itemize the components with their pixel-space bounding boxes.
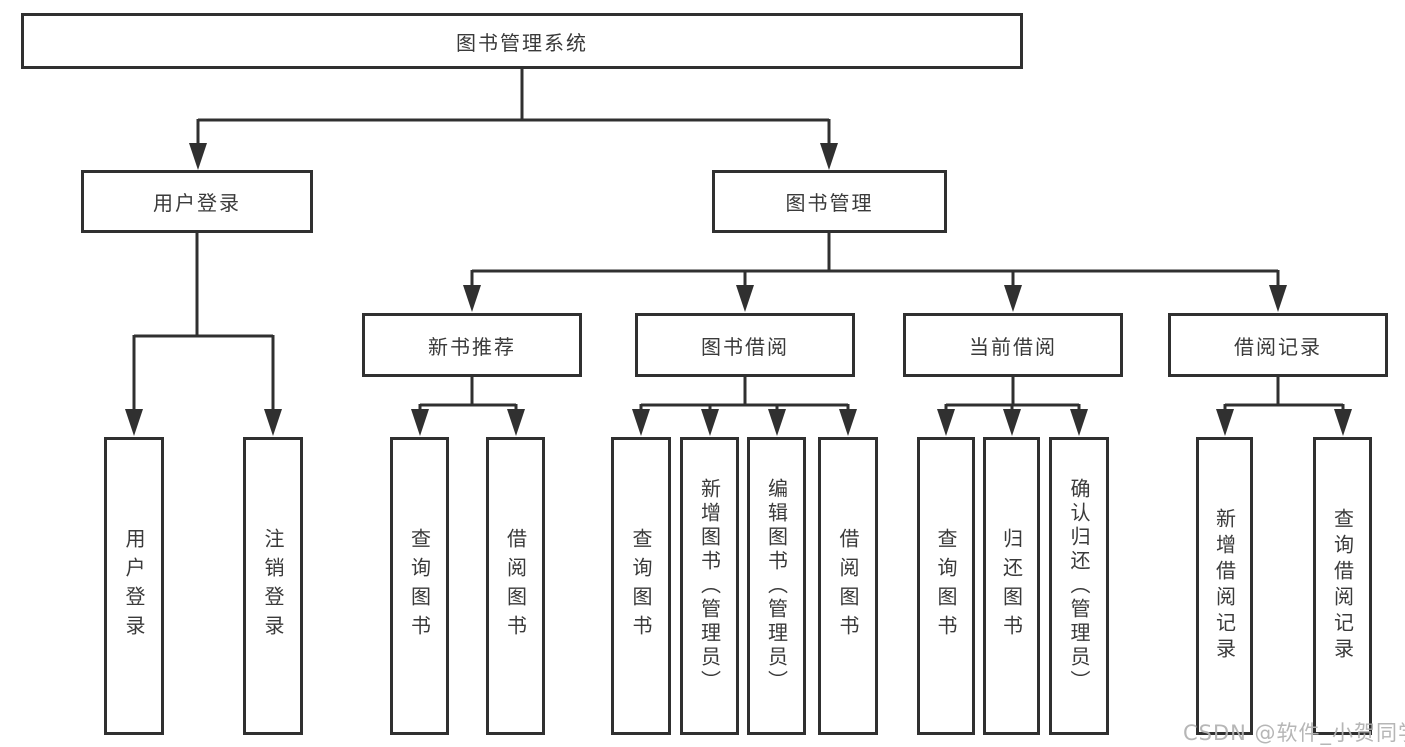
leaf-query-book: 查询图书 <box>917 437 975 735</box>
leaf-borrow-book: 借阅图书 <box>818 437 878 735</box>
leaf-add-book-admin: 新增图书（管理员） <box>680 437 739 735</box>
leaf-borrow-book: 借阅图书 <box>486 437 545 735</box>
leaf-user-login: 用户登录 <box>104 437 164 735</box>
leaf-logout: 注销登录 <box>243 437 303 735</box>
node-book-management: 图书管理 <box>712 170 947 233</box>
tree-branch-lines <box>132 69 1345 412</box>
node-book-borrow: 图书借阅 <box>635 313 855 377</box>
node-new-book-recommend: 新书推荐 <box>362 313 582 377</box>
node-user-login: 用户登录 <box>81 170 313 233</box>
leaf-edit-book-admin: 编辑图书（管理员） <box>747 437 806 735</box>
leaf-query-borrow-record: 查询借阅记录 <box>1313 437 1372 735</box>
leaf-return-book: 归还图书 <box>983 437 1040 735</box>
csdn-watermark: CSDN @软件_小贺同学 <box>1183 721 1405 745</box>
node-borrow-record: 借阅记录 <box>1168 313 1388 377</box>
node-root-system: 图书管理系统 <box>21 13 1023 69</box>
leaf-query-book: 查询图书 <box>390 437 449 735</box>
node-current-borrow: 当前借阅 <box>903 313 1123 377</box>
leaf-add-borrow-record: 新增借阅记录 <box>1196 437 1253 735</box>
leaf-confirm-return-admin: 确认归还（管理员） <box>1049 437 1109 735</box>
leaf-query-book: 查询图书 <box>611 437 671 735</box>
